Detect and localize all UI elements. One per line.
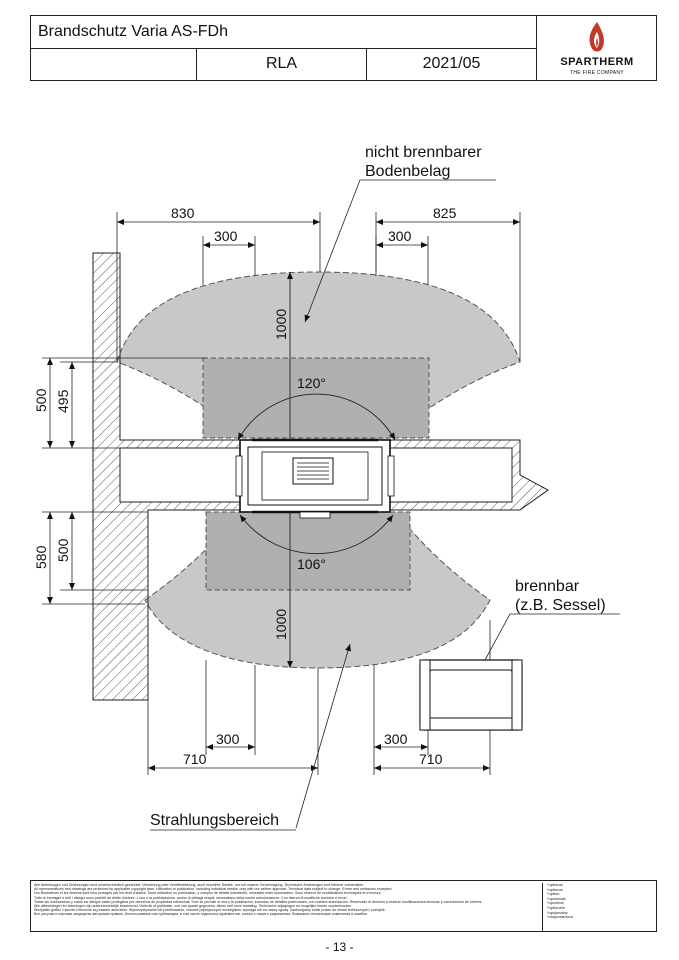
note-item: *opzionale [547,895,566,901]
dim-top-right-inner: 300 [388,228,412,244]
floor-plate-top [202,357,430,439]
document-title: Brandschutz Varia AS-FDh [31,16,537,49]
dim-bottom-left-outer: 710 [183,751,207,767]
legal-line: All representations and drawings are pro… [34,887,393,892]
note-item: *opcjonalny [547,909,568,915]
legal-line: Alle afbeeldingen en tekeningen zijn aut… [34,904,353,909]
note-item: *optional [547,882,563,887]
dim-bottom-angle: 106° [297,556,326,572]
page-number: - 13 - [325,940,354,954]
dim-bottom-right-outer: 710 [419,751,443,767]
note-item: *optionele [547,904,565,910]
dim-bottom-depth: 1000 [273,609,289,640]
title-block: Brandschutz Varia AS-FDh RLA 2021/05 SPA… [30,15,657,81]
dim-bottom-right-inner: 300 [384,731,408,747]
dim-top-right-outer: 825 [433,205,457,221]
legal-line: Todas las ilustraciones y todos los dibu… [34,899,483,904]
label-combustible-line2: (z.B. Sessel) [515,597,606,614]
label-non-combustible-line1: nicht brennbarer [365,144,482,161]
legal-footer: Alle Abbildungen und Zeichnungen sind ur… [30,880,657,932]
label-non-combustible-line2: Bodenbelag [365,163,450,180]
dim-top-left-inner: 300 [214,228,238,244]
dim-top-depth: 1000 [273,309,289,340]
legal-line: Alle Abbildungen und Zeichnungen sind ur… [34,883,365,887]
dim-left-upper-inner: 495 [55,389,71,413]
dim-top-angle: 120° [297,375,326,391]
revision-date: 2021/05 [367,49,537,81]
legal-line: Все рисунки и чертежи защищены авторским… [34,912,368,917]
note-item: *option [547,891,560,897]
armchair-icon [419,659,523,731]
title-block-empty-cell [31,49,197,81]
dim-left-lower-inner: 500 [55,538,71,562]
flame-icon [589,22,604,52]
dim-left-lower-outer: 580 [33,545,49,569]
brand-logo: SPARTHERM THE FIRE COMPANY [537,16,657,81]
copyright-notice: Alle Abbildungen und Zeichnungen sind ur… [34,883,534,917]
legal-line: Tutte le immagini e tutti i disegni sono… [34,895,348,900]
fireplace-unit [235,438,395,519]
label-radiation-area: Strahlungsbereich [150,812,279,829]
note-item: *opcional [547,900,564,906]
brand-tagline: THE FIRE COMPANY [570,70,624,76]
dim-left-upper-outer: 500 [33,388,49,412]
legal-line: Wszystkie grafiki i rysunki chronione są… [34,908,386,913]
dim-top-left-outer: 830 [171,205,195,221]
label-combustible-line1: brennbar [515,578,580,595]
floor-plate-bottom [205,511,411,591]
brand-name: SPARTHERM [560,56,634,68]
note-item: *optional [547,886,563,892]
legal-line: Les illustrations et les dessins sont to… [34,891,382,896]
optional-notes: *optional *optional *option *opzionale *… [542,882,657,931]
model-code: RLA [197,49,367,81]
dim-bottom-left-inner: 300 [216,731,240,747]
note-item: *опционально [547,914,573,920]
